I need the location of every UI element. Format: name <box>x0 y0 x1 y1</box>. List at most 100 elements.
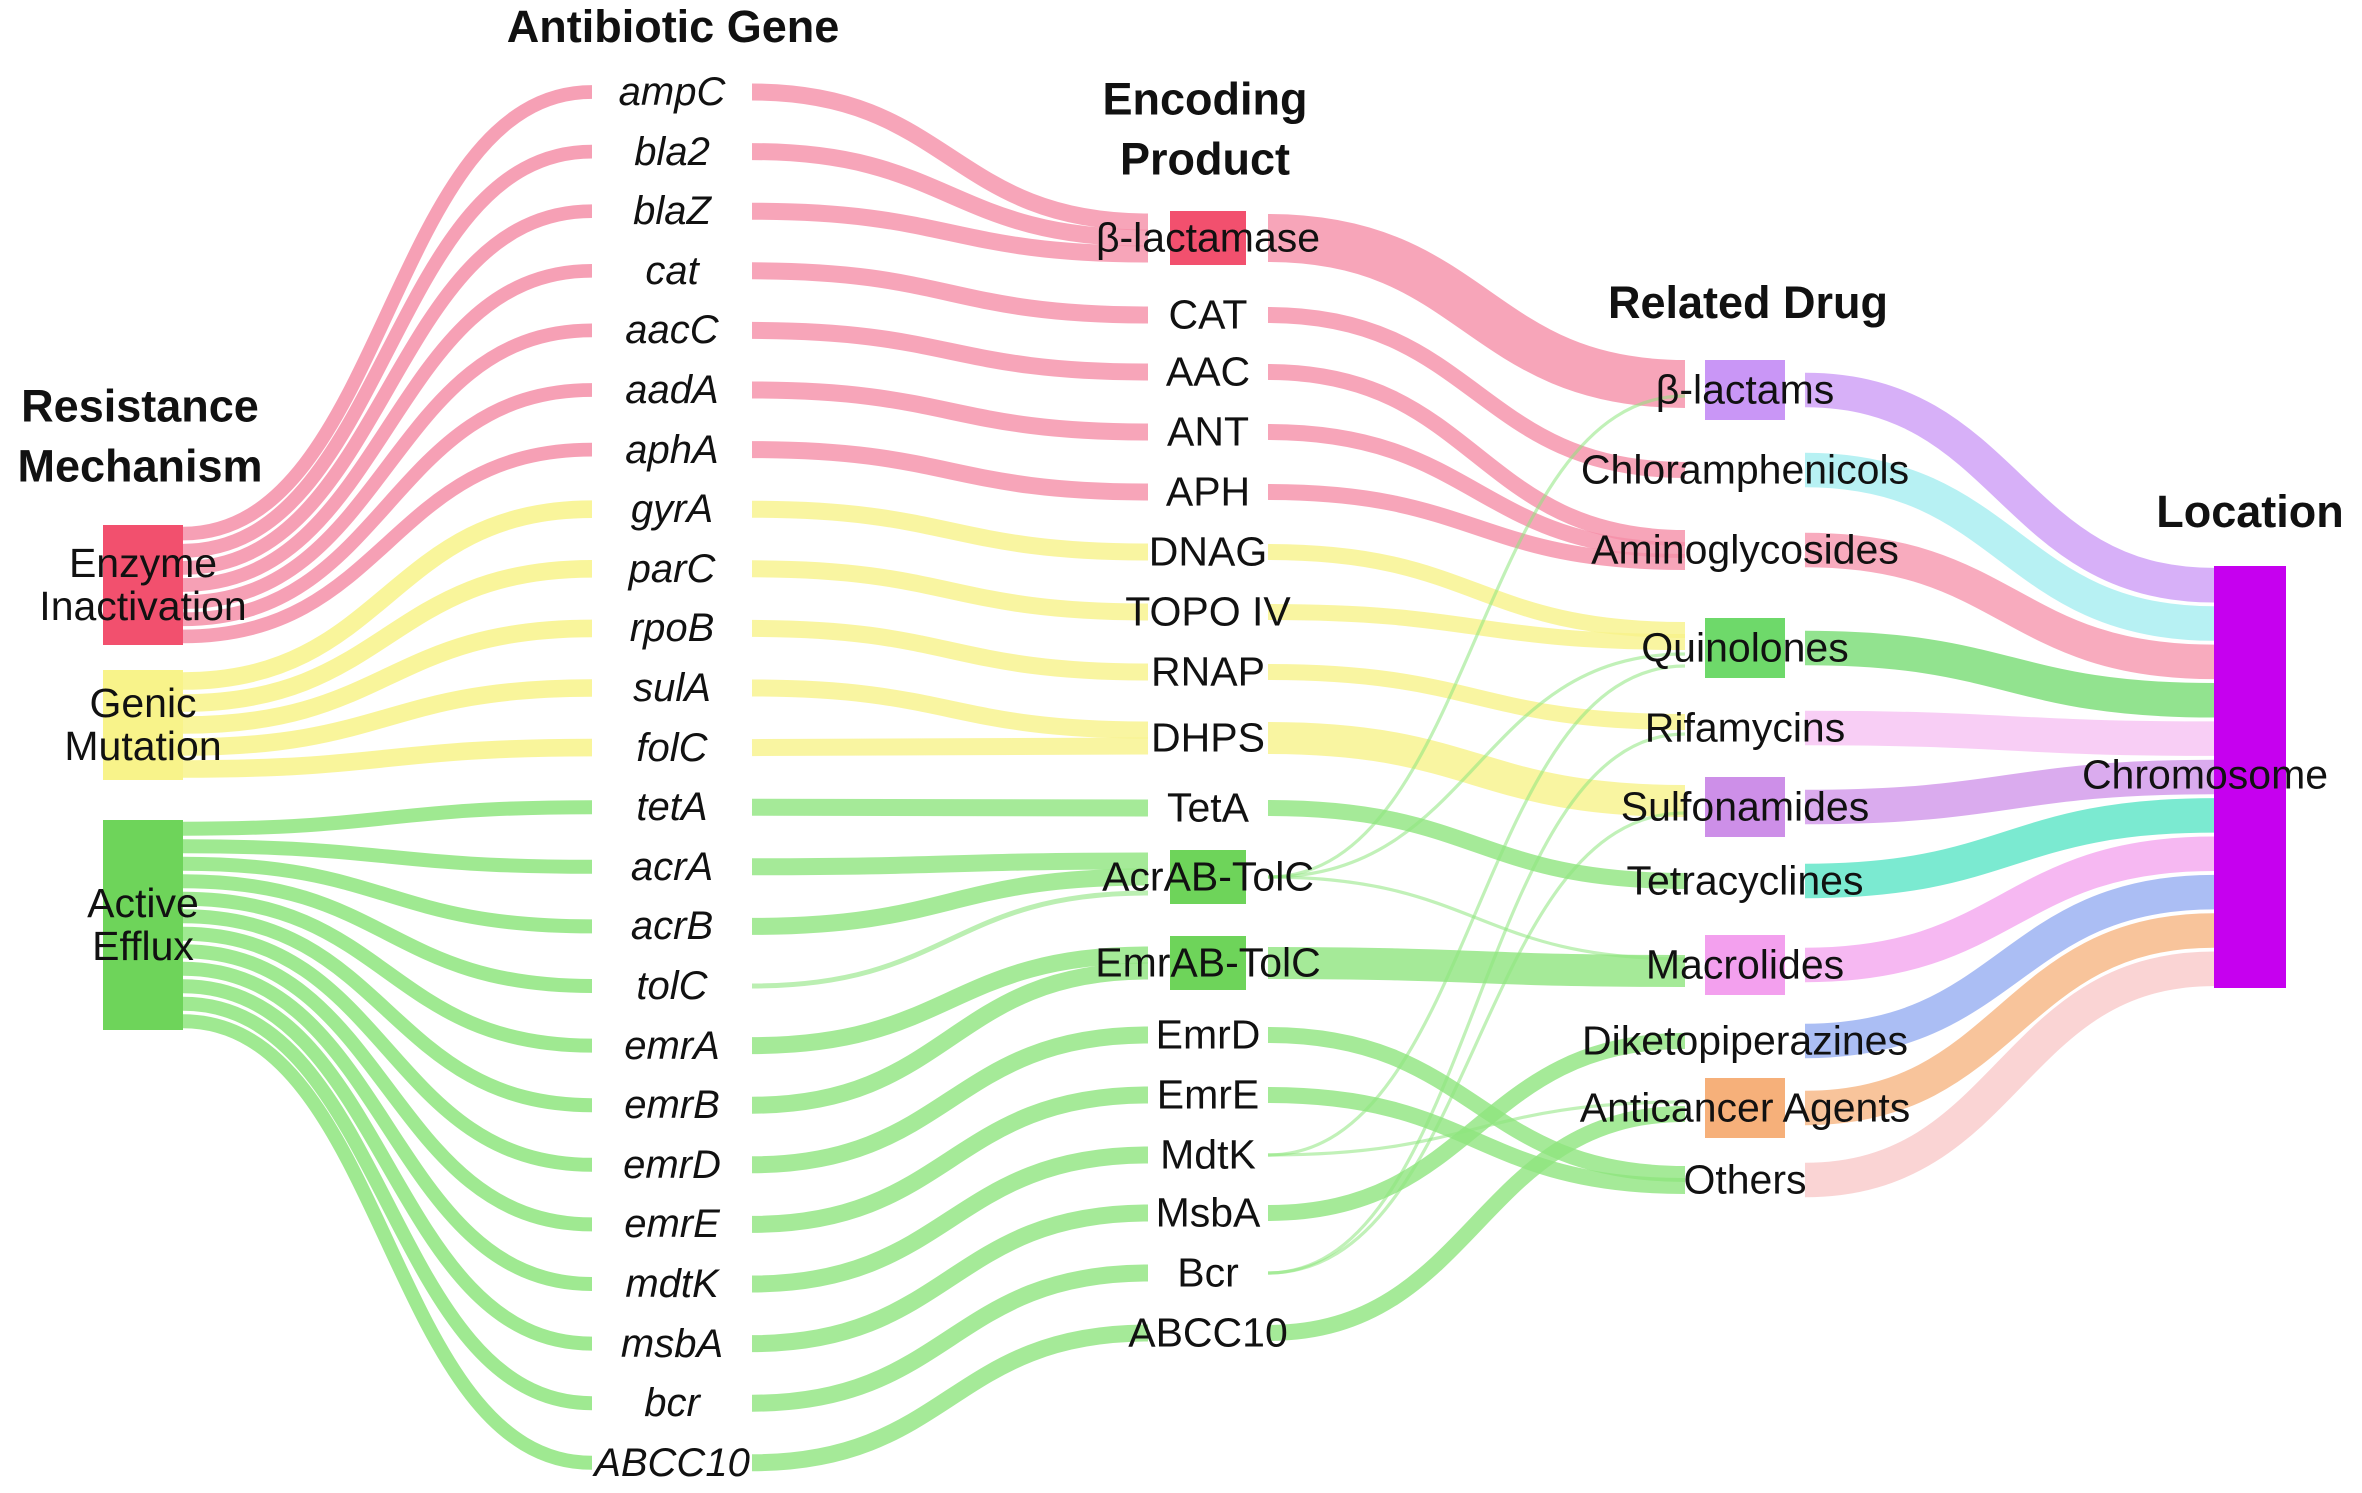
link-drug-location-lactams <box>1804 372 2215 603</box>
header-location: Location <box>2156 485 2344 537</box>
gene-label-apha: aphA <box>625 427 719 472</box>
drug-bar-anticancer <box>1705 1078 1785 1138</box>
link-product-drug-b-lactamase-lactams <box>1267 214 1686 408</box>
link-mechanism-gene-folc <box>182 738 593 778</box>
link-product-drug-aac-amino <box>1267 364 1686 546</box>
link-product-drug-cat-chlor <box>1267 307 1686 478</box>
link-gene-product-msba <box>751 1204 1149 1353</box>
link-mechanism-gene-rpob <box>182 619 593 734</box>
link-mechanism-gene-emrd <box>182 926 593 1172</box>
drug-label-tetracyclines: Tetracyclines <box>1626 857 1864 904</box>
link-product-drug-bcr-sulfonamides <box>1267 811 1686 1275</box>
link-drug-location-tetracyclines <box>1804 798 2215 899</box>
link-drug-location-macrolides <box>1804 836 2215 983</box>
link-mechanism-gene-gyra <box>182 500 593 690</box>
link-gene-product-emrb <box>751 962 1149 1114</box>
drug-label-diketo: Diketopiperazines <box>1582 1017 1908 1064</box>
header-antibiotic-gene: Antibiotic Gene <box>506 0 840 52</box>
drug-bar-quinolones <box>1705 618 1785 678</box>
link-gene-product-emrd <box>751 1026 1149 1174</box>
link-mechanism-gene-ampc <box>182 85 593 541</box>
link-mechanism-gene-abcc10 <box>182 1014 593 1470</box>
link-gene-product-bla2 <box>751 143 1149 247</box>
product-label-rnap: RNAP <box>1151 648 1265 695</box>
link-gene-product-cat <box>751 262 1149 324</box>
product-label-emre: EmrE <box>1156 1071 1260 1118</box>
link-gene-product-abcc10 <box>751 1324 1149 1472</box>
link-gene-product-parc <box>751 560 1149 621</box>
gene-label-abcc10: ABCC10 <box>594 1440 750 1485</box>
header-encoding-product: Encoding Product <box>1102 73 1308 185</box>
gene-label-ampc: ampC <box>618 70 726 114</box>
product-bar-b-lactamase <box>1170 211 1246 265</box>
link-drug-location-amino <box>1804 532 2215 680</box>
link-product-drug-aph-amino <box>1267 484 1686 570</box>
mechanism-bar-mutation <box>103 670 183 780</box>
drug-label-amino: Aminoglycosides <box>1591 526 1899 573</box>
link-product-drug-dnag-quinolones <box>1267 544 1686 638</box>
link-product-drug-msba-diketo <box>1267 1033 1686 1221</box>
link-product-drug-teta-tetracyclines <box>1267 800 1686 889</box>
gene-label-teta: tetA <box>636 785 708 830</box>
link-gene-product-apha <box>751 441 1149 501</box>
link-mechanism-gene-aada <box>182 383 593 627</box>
link-mechanism-gene-emra <box>182 891 593 1053</box>
mechanism-label-efflux: Active Efflux <box>87 879 199 969</box>
product-label-dnag: DNAG <box>1148 528 1268 575</box>
link-mechanism-gene-sula <box>182 679 593 756</box>
link-product-drug-acrab-lactams <box>1267 394 1686 879</box>
product-label-aac: AAC <box>1165 348 1251 395</box>
product-label-emrab: EmrAB-TolC <box>1095 939 1321 986</box>
gene-label-mdtk: mdtK <box>625 1262 719 1306</box>
link-gene-product-tolc <box>751 890 1149 989</box>
header-related-drug: Related Drug <box>1607 276 1889 328</box>
link-gene-product-folc <box>751 737 1149 757</box>
gene-label-emrd: emrD <box>623 1142 721 1187</box>
product-label-bcr: Bcr <box>1177 1249 1239 1296</box>
product-label-ant: ANT <box>1167 408 1249 455</box>
gene-label-acrb: acrB <box>630 904 714 949</box>
link-product-drug-mdtk-quinolones <box>1267 664 1686 1157</box>
header-resistance-mechanism: Resistance Mechanism <box>17 380 263 492</box>
link-mechanism-gene-bcr <box>182 996 593 1411</box>
mechanism-bar-efflux <box>103 820 183 1030</box>
link-drug-location-chlor <box>1804 452 2215 641</box>
link-gene-product-acra <box>751 852 1149 876</box>
drug-label-chlor: Chloramphenicols <box>1580 446 1910 493</box>
link-mechanism-gene-aacc <box>182 323 593 610</box>
link-product-drug-dhps-sulfonamides <box>1267 722 1686 817</box>
link-product-drug-topo-quinolones <box>1267 604 1686 650</box>
link-mechanism-gene-acrb <box>182 856 593 934</box>
link-gene-product-rpob <box>751 619 1149 681</box>
product-label-teta: TetA <box>1166 784 1250 831</box>
link-product-drug-emrd-others <box>1267 1027 1686 1182</box>
link-product-drug-emrab-macrolides <box>1267 947 1686 987</box>
link-product-drug-bcr-rifamycins <box>1267 732 1686 1275</box>
gene-label-bla2: bla2 <box>634 129 710 174</box>
product-label-msba: MsbA <box>1155 1189 1261 1236</box>
link-gene-product-mdtk <box>751 1146 1149 1293</box>
gene-label-emra: emrA <box>624 1023 720 1068</box>
link-drug-location-diketo <box>1804 874 2215 1059</box>
gene-label-folc: folC <box>636 725 708 770</box>
product-label-acrab: AcrAB-TolC <box>1102 853 1314 900</box>
link-mechanism-gene-cat <box>182 263 593 592</box>
mechanism-bar-enzyme <box>103 525 183 645</box>
link-mechanism-gene-bla2 <box>182 144 593 558</box>
drug-label-others: Others <box>1683 1156 1807 1203</box>
link-product-drug-acrab-macrolides <box>1267 875 1686 961</box>
product-label-b-lactamase: β-lactamase <box>1095 214 1321 261</box>
link-gene-product-sula <box>751 679 1149 739</box>
link-mechanism-gene-parc <box>182 560 593 712</box>
gene-label-aacc: aacC <box>625 308 719 353</box>
link-gene-product-emra <box>751 946 1149 1055</box>
product-label-emrd: EmrD <box>1155 1011 1261 1058</box>
link-mechanism-gene-apha <box>182 442 593 644</box>
drug-label-sulfonamides: Sulfonamides <box>1620 783 1870 830</box>
link-gene-product-ampc <box>751 83 1149 231</box>
drug-label-quinolones: Quinolones <box>1641 624 1849 671</box>
product-bar-acrab <box>1170 850 1246 904</box>
product-bar-emrab <box>1170 936 1246 990</box>
product-label-aph: APH <box>1165 468 1251 515</box>
